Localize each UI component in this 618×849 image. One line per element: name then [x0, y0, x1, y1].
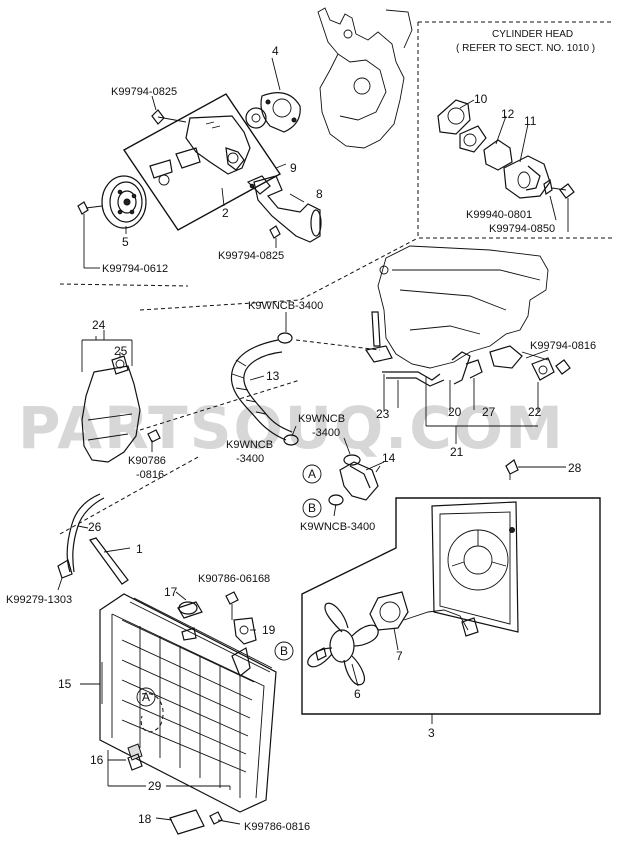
callout-16: 16: [90, 753, 104, 767]
marker-b-upper: B: [302, 498, 322, 518]
part-number-k99794-0825-top: K99794-0825: [111, 86, 177, 98]
part-number-k99794-0825-bottom: K99794-0825: [218, 250, 284, 262]
water-pump-assembly: [122, 92, 301, 231]
hose-clip: [57, 559, 73, 591]
callout-21: 21: [450, 445, 464, 459]
divider-line-left: [59, 283, 189, 287]
callout-8: 8: [316, 187, 323, 201]
watermark: PARTSOUQ.COM: [18, 394, 565, 462]
cylinder-head-reference: ( REFER TO SECT. NO. 1010 ): [456, 43, 595, 54]
callout-15: 15: [58, 677, 72, 691]
marker-b-radiator: B: [274, 641, 294, 661]
engine-block-lower: [365, 245, 571, 387]
callout-14: 14: [382, 451, 396, 465]
part-number-k99279-1303: K99279-1303: [6, 594, 72, 606]
callout-2: 2: [222, 206, 229, 220]
callout-3: 3: [428, 726, 435, 740]
part-number-k90786-06168: K90786-06168: [198, 573, 270, 585]
cooling-fan-assembly: [301, 497, 601, 724]
callout-11: 11: [524, 114, 537, 128]
marker-a-upper: A: [302, 464, 322, 484]
upper-radiator-hose: [230, 332, 381, 446]
callout-19: 19: [262, 623, 276, 637]
callout-29: 29: [148, 779, 162, 793]
radiator: [99, 593, 277, 813]
part-number-k9wncb-mid: K9WNCB: [298, 413, 345, 425]
part-number-k99786-0816: K99786-0816: [244, 821, 310, 833]
callout-28: 28: [568, 461, 582, 475]
cylinder-head-title: CYLINDER HEAD: [492, 29, 573, 40]
part-number-k9wncb-3400-bottom: K9WNCB-3400: [300, 521, 375, 533]
part-number-0816: -0816: [136, 469, 164, 481]
svg-text:A: A: [142, 690, 150, 704]
water-inlet-pipe: [246, 175, 322, 248]
callout-22: 22: [528, 405, 542, 419]
part-number-k99940-0801: K99940-0801: [466, 209, 532, 221]
callout-20: 20: [448, 405, 462, 419]
callout-24: 24: [92, 318, 106, 332]
thermostat-group: [437, 99, 575, 199]
callout-7: 7: [396, 649, 403, 663]
callout-17: 17: [164, 585, 178, 599]
callout-1: 1: [136, 542, 143, 556]
leader-lines: [80, 57, 569, 704]
drain-plug: [108, 753, 143, 771]
lower-radiator-hose: [328, 454, 385, 506]
water-pump-pulley: [101, 175, 147, 229]
callout-6: 6: [354, 687, 361, 701]
callout-4: 4: [272, 44, 279, 58]
part-number-k9wncb-3400-top: K9WNCB-3400: [248, 300, 323, 312]
pulley-bolt: [77, 201, 103, 269]
marker-a-radiator: A: [136, 687, 156, 707]
lower-mount-bracket: [155, 809, 241, 835]
part-number-3400-left: -3400: [236, 453, 264, 465]
part-number-3400-mid: -3400: [312, 427, 340, 439]
engine-block-upper: [317, 7, 413, 149]
callout-18: 18: [138, 812, 152, 826]
part-number-k90786: K90786: [128, 455, 166, 467]
callout-26: 26: [88, 520, 102, 534]
callout-25: 25: [114, 344, 128, 358]
coolant-reservoir: [59, 330, 301, 535]
fan-bolt: [505, 459, 566, 480]
svg-text:B: B: [308, 501, 316, 515]
callout-27: 27: [482, 405, 496, 419]
radiator-seal: [89, 537, 131, 585]
callout-10: 10: [474, 92, 488, 106]
callout-12: 12: [501, 107, 515, 121]
radiator-bracket-29-lines: [107, 750, 231, 790]
cylinder-head-region: CYLINDER HEAD ( REFER TO SECT. NO. 1010 …: [417, 21, 614, 239]
callout-23: 23: [376, 407, 390, 421]
callout-13: 13: [266, 369, 280, 383]
radiator-bolt: [225, 591, 239, 620]
callout-bracket-lines-middle: [383, 374, 539, 444]
callout-5: 5: [122, 235, 129, 249]
part-number-k99794-0850: K99794-0850: [489, 223, 555, 235]
part-number-k99794-0816: K99794-0816: [530, 340, 596, 352]
part-number-k9wncb-left: K9WNCB: [226, 439, 273, 451]
callout-9: 9: [290, 161, 297, 175]
svg-text:A: A: [308, 467, 316, 481]
part-number-k99794-0612: K99794-0612: [102, 263, 168, 275]
svg-text:B: B: [280, 644, 288, 658]
